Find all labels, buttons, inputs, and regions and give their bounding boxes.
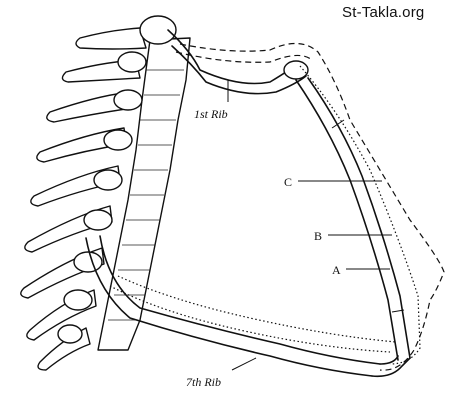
label-c: C [284, 175, 382, 189]
watermark: St-Takla.org [342, 4, 425, 21]
svg-text:A: A [332, 263, 341, 277]
seventh-rib [85, 235, 411, 378]
label-b: B [314, 229, 392, 243]
dashed-outline [175, 42, 445, 371]
svg-text:C: C [284, 175, 292, 189]
label-seventh-rib: 7th Rib [186, 357, 257, 389]
spine [20, 15, 191, 371]
svg-text:1st Rib: 1st Rib [194, 107, 228, 121]
label-a: A [332, 263, 390, 277]
first-rib [167, 29, 309, 95]
label-first-rib: 1st Rib [194, 80, 229, 121]
sternum [295, 77, 411, 361]
svg-text:7th Rib: 7th Rib [186, 375, 221, 389]
svg-text:B: B [314, 229, 322, 243]
